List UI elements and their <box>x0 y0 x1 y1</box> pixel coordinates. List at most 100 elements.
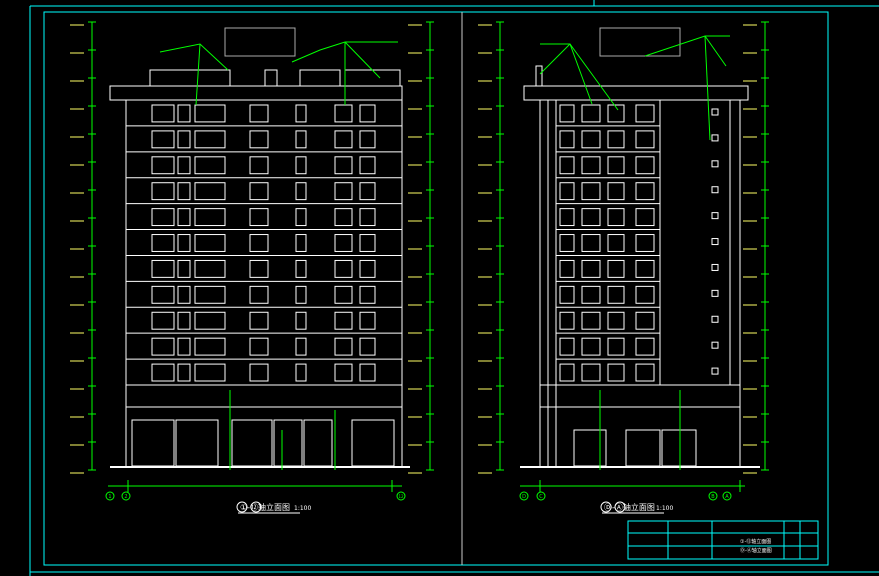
left-axis-bubbles <box>105 491 406 501</box>
right-window <box>559 182 575 201</box>
right-window <box>559 234 575 252</box>
left-window <box>359 311 376 330</box>
right-window <box>635 363 655 382</box>
left-window <box>194 130 226 149</box>
right-window <box>581 259 601 278</box>
left-window <box>177 104 191 123</box>
right-axis-bubble-a: A <box>725 494 729 500</box>
right-window <box>559 104 575 123</box>
left-window <box>177 130 191 149</box>
right-window <box>635 130 655 149</box>
left-window <box>334 234 353 252</box>
left-window <box>249 363 269 382</box>
left-window <box>359 130 376 149</box>
left-window <box>295 363 307 382</box>
title-block-row-2: Ⓓ-Ⓐ轴立面图 <box>740 547 772 554</box>
left-window <box>295 104 307 123</box>
right-storefronts <box>573 429 697 467</box>
left-window <box>249 311 269 330</box>
right-small-window <box>711 186 719 194</box>
left-axis-bubble-12: 12 <box>398 494 404 499</box>
right-small-window <box>711 315 719 323</box>
right-window <box>607 234 625 252</box>
left-window <box>151 182 175 201</box>
right-window <box>607 285 625 304</box>
left-view-title-bubbles <box>236 501 262 513</box>
left-window <box>359 259 376 278</box>
left-elevation: 1 2 12 ①-⑫轴立面图 1:100 <box>70 21 434 514</box>
left-window <box>249 156 269 175</box>
left-window <box>151 285 175 304</box>
right-window <box>559 363 575 382</box>
right-window <box>607 337 625 356</box>
right-window <box>607 208 625 227</box>
left-window <box>151 363 175 382</box>
right-small-window <box>711 367 719 375</box>
left-axis-bubble-1: 1 <box>108 494 111 500</box>
left-window <box>334 182 353 201</box>
left-window <box>151 104 175 123</box>
left-window <box>295 208 307 227</box>
right-window <box>635 156 655 175</box>
left-storefronts <box>131 419 395 467</box>
right-window <box>635 104 655 123</box>
left-window <box>151 337 175 356</box>
right-small-window <box>711 289 719 297</box>
left-elevation-level-column <box>91 22 431 470</box>
right-window <box>607 259 625 278</box>
left-view-scale: 1:100 <box>294 505 311 512</box>
right-view-title: Ⓓ-Ⓐ轴立面图 <box>604 502 655 512</box>
left-window <box>295 182 307 201</box>
right-view-title-bubbles <box>600 501 626 513</box>
left-axis-bubble-2: 2 <box>124 494 127 500</box>
left-window <box>177 311 191 330</box>
right-window <box>635 182 655 201</box>
left-window <box>177 234 191 252</box>
left-window <box>177 182 191 201</box>
right-small-window <box>711 263 719 271</box>
left-window <box>177 285 191 304</box>
right-window <box>559 337 575 356</box>
right-window <box>635 285 655 304</box>
left-window <box>359 156 376 175</box>
right-axis-bubble-c: C <box>539 494 543 500</box>
left-window <box>249 285 269 304</box>
left-window <box>177 337 191 356</box>
right-window <box>607 363 625 382</box>
left-window <box>194 104 226 123</box>
right-axis-bubble-b: B <box>711 494 715 500</box>
right-window <box>607 130 625 149</box>
right-view-scale: 1:100 <box>656 505 673 512</box>
right-window <box>559 130 575 149</box>
left-annotation-leaders <box>159 41 398 470</box>
left-bottom-dimension <box>108 480 402 492</box>
left-window <box>249 234 269 252</box>
left-window <box>295 311 307 330</box>
right-window <box>581 208 601 227</box>
right-window <box>607 156 625 175</box>
left-window <box>194 259 226 278</box>
left-window <box>334 363 353 382</box>
left-window <box>249 259 269 278</box>
right-window <box>635 234 655 252</box>
left-window <box>295 259 307 278</box>
right-small-window <box>711 134 719 142</box>
left-window <box>295 337 307 356</box>
left-window <box>177 259 191 278</box>
left-level-marks <box>70 21 434 474</box>
title-block-row-1: ①-⑫轴立面图 <box>740 538 771 545</box>
left-window <box>194 156 226 175</box>
right-level-marks <box>478 21 769 474</box>
left-window <box>151 208 175 227</box>
left-window <box>194 234 226 252</box>
left-window <box>249 337 269 356</box>
left-window <box>151 130 175 149</box>
right-small-window <box>711 341 719 349</box>
left-window <box>249 182 269 201</box>
right-window <box>581 104 601 123</box>
left-window <box>295 130 307 149</box>
right-window <box>581 363 601 382</box>
left-window <box>151 156 175 175</box>
left-window <box>177 208 191 227</box>
left-window <box>359 234 376 252</box>
